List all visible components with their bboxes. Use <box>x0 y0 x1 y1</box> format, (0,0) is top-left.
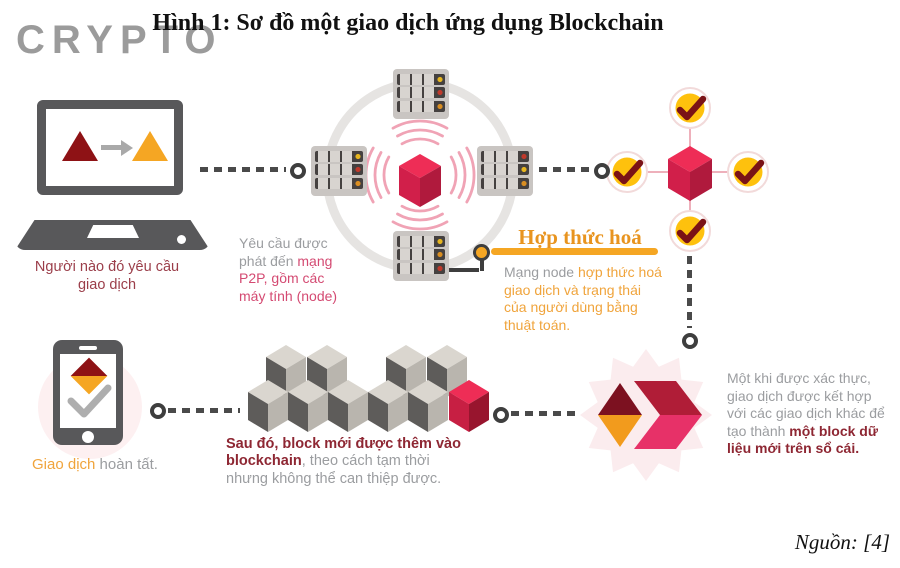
transaction-cube-icon <box>399 154 441 207</box>
orange-ring-connector-icon <box>473 244 490 261</box>
combine-caption-red: một block dữ liệu mới trên sổ cái. <box>727 422 878 457</box>
phone-home-button <box>82 431 94 443</box>
phone-speaker <box>79 346 97 350</box>
validate-heading: Hợp thức hoá <box>518 225 642 249</box>
arrow-icon <box>101 145 123 150</box>
cube-row-front <box>248 380 448 432</box>
server-icon-left <box>311 146 367 196</box>
dashed-connector-validation-block <box>687 256 692 328</box>
validation-cluster-graphic <box>606 87 769 252</box>
combine-caption: Một khi được xác thực, giao dịch được kế… <box>727 370 885 458</box>
server-row <box>397 73 445 85</box>
dashed-connector-laptop-p2p <box>200 167 286 172</box>
starburst-icon <box>580 349 712 481</box>
triangle-sender-icon <box>62 131 98 161</box>
server-validate-connector <box>480 257 484 271</box>
broadcast-caption: Yêu cầu được phát đến mạng P2P, gồm các … <box>239 235 351 306</box>
laptop-base <box>15 220 210 250</box>
server-row <box>481 177 529 189</box>
append-caption-gray: , theo cách tạm thời nhưng không thể can… <box>226 453 442 487</box>
complete-caption: Giao dịch hoàn tất. <box>32 456 202 475</box>
smartphone-icon <box>35 340 147 459</box>
check-badge-icon <box>669 87 711 129</box>
ring-connector-icon <box>493 407 509 423</box>
laptop-icon <box>15 94 210 254</box>
dashed-connector-chain-block <box>511 411 575 416</box>
server-icon-top <box>393 69 449 119</box>
server-row <box>397 235 445 247</box>
request-caption: Người nào đó yêu cầu giao dịch <box>34 259 180 294</box>
blockchain-cubes-icon <box>248 345 489 432</box>
validate-caption-orange: hợp thức hoá giao dịch và trạng thái của… <box>504 264 662 333</box>
server-row <box>481 150 529 162</box>
validate-caption: Mạng node hợp thức hoá giao dịch và trạn… <box>504 264 662 335</box>
ring-connector-icon <box>290 163 306 179</box>
validate-caption-gray: Mạng node <box>504 264 578 280</box>
append-caption-red: Sau đó, block mới được thêm vào blockcha… <box>226 436 461 470</box>
triangle-receiver-icon <box>132 131 168 161</box>
complete-caption-orange: Giao dịch <box>32 456 96 473</box>
check-badge-icon <box>669 210 711 252</box>
phone-screen <box>60 354 116 428</box>
broadcast-caption-gray: Yêu cầu được phát đến <box>239 235 328 269</box>
server-row <box>315 150 363 162</box>
ring-connector-icon <box>594 163 610 179</box>
server-row <box>481 164 529 175</box>
broadcast-caption-pink: mạng P2P, gồm các máy tính (node) <box>239 252 338 304</box>
broadcast-waves-icon <box>364 119 476 231</box>
ring-connector-icon <box>150 403 166 419</box>
server-row <box>397 100 445 112</box>
figure-title: Hình 1: Sơ đồ một giao dịch ứng dụng Blo… <box>152 10 664 36</box>
new-block-graphic <box>580 349 712 481</box>
server-row <box>397 87 445 98</box>
check-badge-icon <box>606 151 648 193</box>
server-icon-right <box>477 146 533 196</box>
block-chevron-icon <box>634 381 702 449</box>
cube-row-back <box>266 345 467 397</box>
source-note: Nguồn: [4] <box>794 530 890 554</box>
arrow-head-icon <box>121 139 133 156</box>
block-diamond-icon <box>598 383 642 447</box>
phone-body <box>53 340 123 445</box>
trackpad <box>87 225 139 238</box>
server-icon-bottom <box>393 231 449 281</box>
complete-caption-gray: hoàn tất. <box>95 456 158 473</box>
dashed-connector-p2p-validation <box>539 167 592 172</box>
transaction-cube-icon <box>668 146 712 201</box>
server-validate-connector <box>449 268 479 272</box>
server-row <box>315 164 363 175</box>
append-caption: Sau đó, block mới được thêm vào blockcha… <box>226 436 468 488</box>
dashed-connector-phone-chain <box>168 408 240 413</box>
laptop-screen <box>37 100 183 195</box>
phone-check-icon <box>67 384 112 418</box>
server-row <box>397 249 445 260</box>
laptop-dot <box>177 235 186 244</box>
ring-connector-icon <box>682 333 698 349</box>
server-row <box>315 177 363 189</box>
check-badge-icon <box>727 151 769 193</box>
new-block-red-cube <box>449 380 489 432</box>
combine-caption-gray: Một khi được xác thực, giao dịch được kế… <box>727 370 885 439</box>
watermark-text: CRYPTO <box>16 18 223 62</box>
server-row <box>397 262 445 274</box>
validate-underline <box>491 248 658 255</box>
